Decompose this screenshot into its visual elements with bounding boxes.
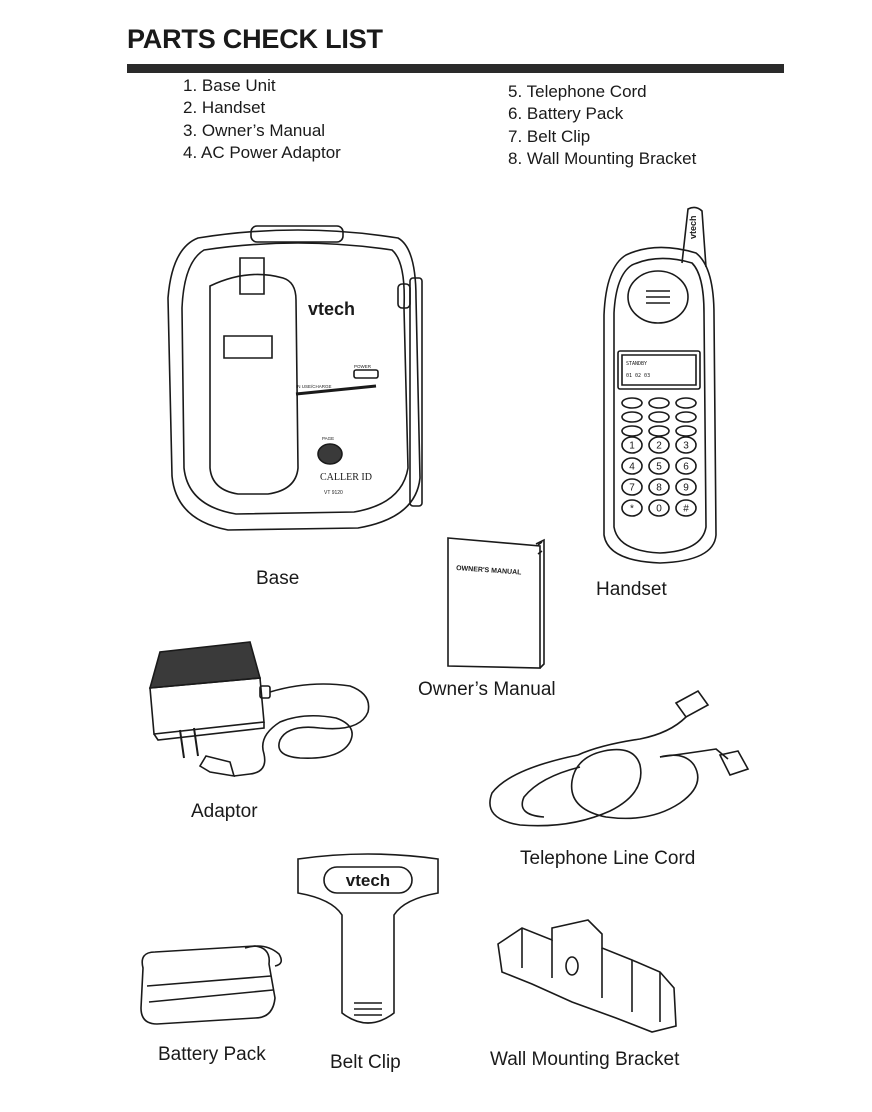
handset-function-key [649, 426, 669, 436]
handset-key-label: 9 [683, 483, 689, 494]
handset-function-key [622, 398, 642, 408]
part-number: 8. [508, 149, 523, 169]
part-name: Owner’s Manual [201, 120, 326, 140]
part-item: 4. AC Power Adaptor [183, 142, 341, 164]
manual-cover-label: OWNER'S MANUAL [456, 565, 522, 577]
part-item: 2. Handset [183, 97, 341, 119]
wall-mounting-bracket-illustration [492, 918, 684, 1038]
handset-key-label: 0 [656, 504, 662, 515]
part-number: 7. [508, 126, 523, 146]
handset-key-label: 6 [683, 462, 689, 473]
part-item: 3. Owner’s Manual [183, 120, 341, 142]
handset-caption: Handset [596, 579, 667, 600]
part-name: Base Unit [201, 76, 276, 95]
owners-manual-illustration: OWNER'S MANUAL [444, 534, 548, 670]
title-rule [127, 64, 784, 73]
handset-key-label: 2 [656, 441, 662, 452]
handset-key-label: 5 [656, 462, 662, 473]
handset-illustration: 1 2 3 4 5 6 7 8 9 * 0 # vtech STANDBY 01 02 03 [596, 205, 726, 567]
part-name: Wall Mounting Bracket [526, 149, 697, 169]
battery-pack-caption: Battery Pack [158, 1044, 266, 1065]
belt-clip-brand-label: vtech [346, 871, 390, 890]
handset-function-key [676, 398, 696, 408]
base-brand-label: vtech [308, 299, 355, 319]
owners-manual-caption: Owner’s Manual [418, 679, 556, 700]
handset-brand-label: vtech [688, 215, 698, 239]
handset-function-key [649, 398, 669, 408]
handset-keypad: 1 2 3 4 5 6 7 8 9 * 0 # [622, 398, 696, 516]
part-item: 5. Telephone Cord [508, 81, 696, 103]
parts-list-right: 5. Telephone Cord 6. Battery Pack 7. Bel… [508, 81, 696, 171]
base-unit-illustration: vtech POWER IN USE/CHARGE PAGE CALLER ID… [158, 218, 438, 548]
part-number: 1. [183, 76, 198, 95]
part-number: 5. [508, 82, 523, 101]
belt-clip-illustration: vtech [294, 853, 442, 1033]
handset-key [622, 458, 642, 474]
telephone-line-cord-caption: Telephone Line Cord [520, 848, 696, 869]
handset-function-key [676, 426, 696, 436]
handset-key-label: 1 [629, 441, 635, 452]
part-number: 3. [183, 120, 198, 140]
part-number: 2. [183, 98, 198, 118]
base-caption: Base [256, 568, 300, 589]
handset-key-label: 4 [629, 462, 635, 473]
part-item: 6. Battery Pack [508, 103, 696, 125]
handset-key-label: # [683, 504, 689, 515]
handset-key [622, 437, 642, 453]
part-name: Battery Pack [526, 104, 624, 124]
base-page-label: PAGE [322, 436, 334, 441]
handset-key [676, 458, 696, 474]
base-model-label: VT 9120 [324, 490, 343, 496]
part-name: Belt Clip [526, 126, 591, 146]
battery-pack-illustration [135, 938, 285, 1026]
handset-key [676, 500, 696, 516]
handset-key [676, 437, 696, 453]
belt-clip-caption: Belt Clip [330, 1052, 401, 1073]
handset-key-label: 8 [656, 483, 662, 494]
parts-list-left: 1. Base Unit 2. Handset 3. Owner’s Manua… [183, 75, 341, 165]
handset-function-key [622, 412, 642, 422]
part-number: 4. [183, 143, 198, 163]
handset-key [622, 500, 642, 516]
handset-key [649, 500, 669, 516]
handset-function-key [649, 412, 669, 422]
handset-key-label: 7 [629, 483, 635, 494]
base-in-use-label: IN USE/CHARGE [296, 384, 332, 389]
handset-display-line2: 01 02 03 [626, 373, 650, 379]
handset-function-key [676, 412, 696, 422]
handset-function-key [622, 426, 642, 436]
page-title: PARTS CHECK LIST [127, 24, 383, 54]
handset-key-label: 3 [683, 441, 689, 452]
part-name: AC Power Adaptor [200, 143, 341, 163]
base-caller-id-label: CALLER ID [320, 472, 372, 483]
handset-key [622, 479, 642, 495]
part-item: 7. Belt Clip [508, 126, 696, 148]
handset-key [649, 437, 669, 453]
handset-display-line1: STANDBY [626, 361, 647, 367]
telephone-line-cord-illustration [480, 685, 760, 840]
handset-key [676, 479, 696, 495]
adaptor-illustration [140, 630, 380, 790]
part-item: 8. Wall Mounting Bracket [508, 148, 696, 170]
part-number: 6. [508, 104, 523, 124]
handset-key-label: * [630, 504, 634, 515]
handset-key [649, 458, 669, 474]
adaptor-caption: Adaptor [191, 801, 258, 822]
wall-mounting-bracket-caption: Wall Mounting Bracket [490, 1049, 680, 1070]
part-item: 1. Base Unit [183, 75, 341, 97]
handset-key [649, 479, 669, 495]
part-name: Handset [201, 98, 266, 118]
part-name: Telephone Cord [526, 82, 647, 101]
base-power-label: POWER [354, 364, 372, 369]
